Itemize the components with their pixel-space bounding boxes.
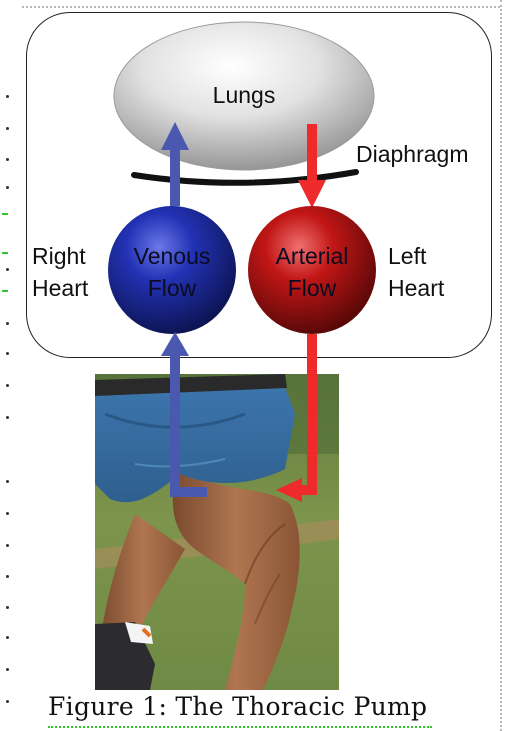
figure-caption: Figure 1: The Thoracic Pump [48,692,427,721]
arterial-out-arrow [276,334,312,502]
venous-return-arrow [161,332,207,492]
arterial-flow-label-line1: Arterial [262,241,362,271]
caption-underline [48,726,432,728]
diaphragm-label: Diaphragm [356,139,469,169]
lungs-label: Lungs [196,80,292,110]
left-heart-label-line2: Heart [388,273,444,303]
venous-flow-label-line1: Venous [122,241,222,271]
left-heart-label-line1: Left [388,241,426,271]
right-heart-label-line1: Right [32,241,86,271]
venous-flow-label-line2: Flow [122,273,222,303]
right-heart-label-line2: Heart [32,273,88,303]
arterial-flow-label-line2: Flow [262,273,362,303]
